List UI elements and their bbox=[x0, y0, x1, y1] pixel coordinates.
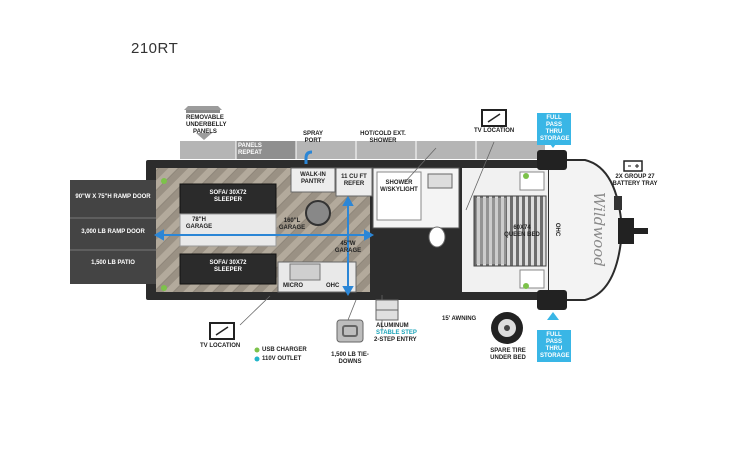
pass-thru-storage-top: FULL PASS THRU STORAGE bbox=[537, 113, 571, 145]
garage-height-label: 78"H GARAGE bbox=[185, 217, 213, 230]
dimension-lines bbox=[153, 195, 375, 297]
sofa-bottom bbox=[179, 253, 277, 285]
outlet-label: 110V OUTLET bbox=[262, 356, 302, 362]
entry-label: 2-STEP ENTRY bbox=[374, 337, 417, 343]
tie-down-icon bbox=[336, 319, 364, 343]
patio-label: 1,500 LB PATIO bbox=[91, 260, 135, 266]
sofa-top-label: SOFA/ 30x72 SLEEPER bbox=[209, 190, 247, 203]
spare-tire-icon bbox=[491, 312, 523, 344]
refrigerator bbox=[335, 167, 373, 197]
battery-tray-label: 2X GROUP 27 BATTERY TRAY bbox=[612, 174, 658, 187]
svg-text:Wildwood: Wildwood bbox=[590, 192, 608, 267]
aluminum-step-label: ALUMINUM bbox=[376, 323, 409, 329]
usb-legend-dot bbox=[254, 347, 260, 353]
micro-label: MICRO bbox=[283, 283, 303, 289]
battery-icon bbox=[623, 160, 643, 172]
pass-thru-arrow-bottom bbox=[547, 312, 559, 320]
pantry bbox=[290, 167, 336, 193]
outlet-legend-dot bbox=[254, 356, 260, 362]
hitch bbox=[614, 196, 648, 244]
ramp-door-size-label: 90"W x 75"H RAMP DOOR bbox=[75, 194, 151, 200]
pantry-label: WALK-IN PANTRY bbox=[300, 172, 326, 185]
toilet bbox=[428, 226, 446, 248]
tv-icon-top bbox=[481, 109, 507, 127]
awning-label: 15' AWNING bbox=[442, 316, 477, 322]
tv-location-bottom-label: TV LOCATION bbox=[200, 343, 241, 349]
removable-panels-label: REMOVABLE UNDERBELLY PANELS bbox=[186, 115, 227, 135]
tie-downs-label: 1,500 LB TIE-DOWNS bbox=[331, 352, 369, 365]
ramp-door bbox=[70, 180, 156, 284]
ohc-kitchen-label: OHC bbox=[326, 283, 340, 289]
tv-location-top-label: TV LOCATION bbox=[474, 128, 515, 134]
garage-fan bbox=[305, 200, 331, 226]
pass-thru-storage-bottom: FULL PASS THRU STORAGE bbox=[537, 330, 571, 362]
spray-port-icon bbox=[304, 150, 313, 164]
garage-length-label: 160"L GARAGE bbox=[278, 218, 306, 231]
tv-icon-bottom bbox=[209, 322, 235, 340]
spare-tire-label: SPARE TIRE UNDER BED bbox=[490, 348, 526, 361]
usb-charger-label: USB CHARGER bbox=[262, 347, 307, 353]
refrigerator-label: 11 CU FT REFER bbox=[341, 174, 367, 187]
stable-step-label: STABLE STEP bbox=[376, 330, 417, 336]
garage-width-label: 45"W GARAGE bbox=[334, 241, 362, 254]
spray-port-label: SPRAY PORT bbox=[302, 131, 324, 144]
ramp-door-weight-label: 3,000 LB RAMP DOOR bbox=[81, 229, 145, 235]
model-name: 210RT bbox=[131, 40, 179, 57]
wildwood-logo: Wildwood bbox=[590, 192, 608, 267]
panel-stack-icon bbox=[184, 106, 222, 140]
sofa-bottom-label: SOFA/ 30x72 SLEEPER bbox=[209, 260, 247, 273]
ext-shower-label: HOT/COLD EXT. SHOWER bbox=[360, 131, 406, 144]
queen-bed-label: 60x74 QUEEN BED bbox=[504, 225, 540, 238]
panels-repeat-label: PANELS REPEAT bbox=[238, 143, 262, 156]
underbelly-panels bbox=[180, 141, 545, 159]
shower-skylight-label: SHOWER w/SKYLIGHT bbox=[380, 180, 418, 193]
ohc-front-label: OHC bbox=[554, 222, 561, 237]
